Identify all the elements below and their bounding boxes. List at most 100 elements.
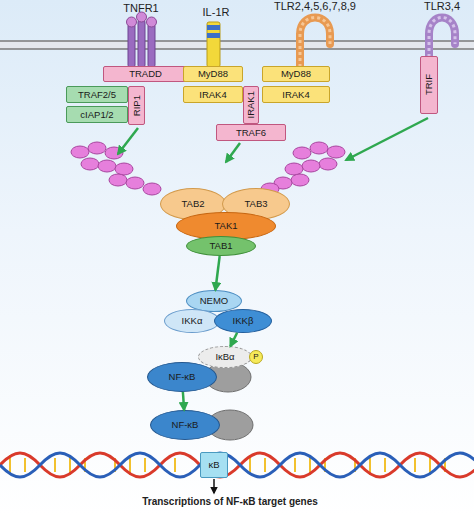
node-text: IKKβ: [233, 316, 254, 326]
receptor-band: [207, 25, 220, 30]
activation-arrow: [230, 333, 237, 346]
node-text: NF-κB: [169, 372, 196, 382]
node-text: RIP1: [132, 95, 142, 116]
node-text: TAB1: [209, 241, 232, 251]
ubiquitin-chain: [261, 142, 345, 195]
node-text: TAB2: [181, 199, 204, 209]
dna-strand: [0, 453, 474, 477]
dna-rung: [24, 458, 26, 472]
receptor-horseshoe: [429, 18, 455, 58]
kinase-box: IRAK1: [243, 86, 259, 124]
tlr34-receptor: [429, 18, 455, 58]
node-text: IRAK4: [282, 90, 309, 100]
receptor-label: TLR2,4,5,6,7,8,9: [262, 0, 368, 12]
dna-rung: [54, 458, 56, 472]
dna-helix: [0, 453, 474, 477]
ubiquitin: [98, 160, 116, 172]
ubiquitin: [319, 158, 337, 170]
receptor-pattern: [429, 18, 455, 58]
dna-rung: [414, 458, 416, 472]
kinase-box: IRAK4: [262, 86, 330, 103]
kinase-ellipse: IKKα: [164, 309, 220, 333]
green-arrow: [118, 128, 138, 154]
node-text: κB: [208, 460, 219, 470]
adaptor-box: cIAP1/2: [66, 106, 128, 123]
adaptor-box: TRIF: [420, 56, 438, 114]
ubiquitin: [302, 160, 320, 172]
il1r-receptor: [207, 22, 220, 67]
receptor-label: TLR3,4: [416, 0, 468, 12]
node-text: P: [253, 353, 258, 361]
node-text: TAB3: [244, 199, 267, 209]
node-text: TAK1: [214, 221, 237, 231]
phosphate-circle: P: [249, 350, 263, 364]
adaptor-box: TRAF6: [216, 124, 286, 141]
inhibitor-ellipse: IκBα: [198, 346, 252, 368]
node-text: MyD88: [198, 69, 228, 79]
protein-ellipse: TAB1: [186, 236, 256, 256]
ubiquitin: [109, 174, 127, 186]
ubiquitin: [143, 183, 161, 195]
receptor-rod: [207, 22, 220, 67]
node-text: TRADD: [129, 69, 162, 79]
tnfr1-receptor: [127, 12, 157, 67]
dna-rung: [384, 458, 386, 472]
node-text: TRAF6: [236, 128, 266, 138]
node-text: IRAK1: [246, 91, 256, 118]
green-arrow: [226, 143, 240, 162]
adaptor-box: TRAF2/5: [66, 86, 128, 103]
dna-strand: [0, 453, 474, 477]
node-text: cIAP1/2: [80, 110, 113, 120]
dna-rung: [294, 458, 296, 472]
ubiquitin: [71, 146, 89, 158]
tlr-receptor: [300, 18, 330, 68]
membrane-line: [0, 48, 474, 50]
activation-arrow: [215, 256, 219, 290]
ubiquitin: [291, 174, 309, 186]
dna-rung: [144, 458, 146, 472]
node-text: MyD88: [281, 69, 311, 79]
dna-rung: [264, 458, 266, 472]
membrane-line: [0, 40, 474, 42]
ligand-ball: [127, 17, 137, 27]
node-text: IRAK4: [199, 90, 226, 100]
kinase-box: RIP1: [128, 86, 145, 125]
node-text: IκBα: [215, 352, 234, 362]
node-text: NEMO: [200, 296, 229, 306]
adaptor-box: MyD88: [183, 66, 243, 82]
adaptor-box: MyD88: [262, 66, 330, 82]
node-text: TRIF: [424, 74, 434, 95]
ubiquitin: [310, 142, 328, 154]
ubiquitin: [115, 163, 133, 175]
ubiquitin: [293, 147, 311, 159]
cell-membrane: [0, 41, 474, 49]
dna-rung: [174, 458, 176, 472]
ubiquitin-chain: [71, 142, 161, 195]
receptor-horseshoe: [300, 18, 330, 68]
ubiquitin: [88, 142, 106, 154]
ligand-ball: [147, 17, 157, 27]
transcription-factor: NF-κB: [147, 362, 217, 392]
ubiquitin: [285, 163, 303, 175]
output-note: Transcriptions of NF-κB target genes: [80, 496, 380, 507]
activation-arrow: [183, 392, 184, 410]
ubiquitin: [327, 146, 345, 158]
ubiquitin: [81, 158, 99, 170]
receptor-rod: [128, 24, 135, 67]
receptor-label: IL-1R: [186, 6, 246, 18]
kinase-box: IRAK4: [183, 86, 243, 103]
kinase-ellipse: IKKβ: [214, 309, 272, 333]
node-text: NF-κB: [172, 420, 199, 430]
binding-site-box: κB: [200, 452, 228, 478]
activation-arrows: [118, 118, 428, 162]
ubiquitin: [126, 177, 144, 189]
transcription-factor: NF-κB: [150, 410, 220, 440]
green-arrow: [346, 118, 428, 160]
adaptor-box: TRADD: [103, 66, 188, 82]
transcription-arrow: [213, 479, 215, 493]
node-text: TRAF2/5: [78, 90, 116, 100]
node-text: IKKα: [182, 316, 203, 326]
receptor-label: TNFR1: [111, 2, 171, 14]
receptor-rod: [148, 24, 155, 67]
